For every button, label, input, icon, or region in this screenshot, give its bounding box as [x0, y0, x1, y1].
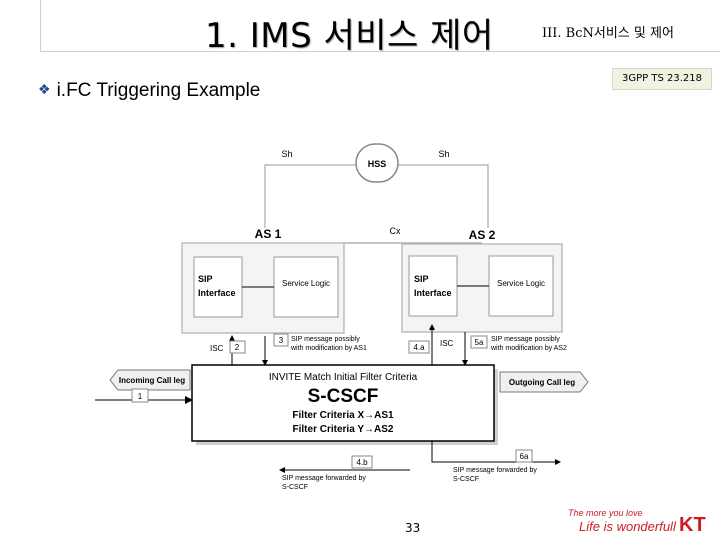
as1-label: AS 1 — [255, 227, 282, 241]
step-1-badge — [131, 388, 149, 403]
as1-interface-label: Interface — [198, 288, 236, 298]
logo-slogan: Life is wonderfull — [579, 519, 676, 534]
as1-service-logic — [273, 256, 339, 318]
scscf-filter-y: Filter Criteria Y→AS2 — [293, 424, 394, 435]
as2-sip-interface — [408, 255, 458, 317]
as1-sip-label: SIP — [198, 274, 213, 284]
spec-reference-badge: 3GPP TS 23.218 — [612, 68, 712, 90]
outgoing-call-leg-arrow — [499, 371, 589, 393]
isc-left-label: ISC — [210, 344, 224, 353]
header-divider-vertical — [40, 0, 41, 52]
as2-service-logic-label: Service Logic — [497, 279, 545, 288]
incoming-call-leg-arrow — [109, 369, 191, 391]
as2-sip-label: SIP — [414, 274, 429, 284]
cx-label: Cx — [390, 226, 401, 236]
step-3-badge — [273, 333, 289, 347]
msg5-line2: with modification by AS2 — [490, 345, 567, 352]
step-4a-badge — [408, 340, 430, 354]
step-4b-label: 4.b — [356, 458, 368, 467]
as2-label: AS 2 — [469, 228, 496, 242]
outgoing-call-leg-label: Outgoing Call leg — [509, 378, 575, 387]
slide-title: 1. IMS 서비스 제어 — [205, 16, 494, 56]
bullet-text: i.FC Triggering Example — [56, 80, 261, 101]
sh-line-left — [264, 164, 356, 228]
as2-interface-label: Interface — [414, 288, 452, 298]
diamond-bullet-icon: ❖ — [38, 81, 51, 97]
step-4b-badge — [351, 455, 373, 469]
fwd-right-line2: S-CSCF — [453, 476, 479, 483]
scscf-name: S-CSCF — [308, 386, 379, 407]
incoming-call-leg-label: Incoming Call leg — [119, 376, 185, 385]
step-6a-label: 6a — [520, 452, 529, 461]
bullet-heading: ❖ i.FC Triggering Example — [38, 80, 260, 102]
scscf-criteria-heading: INVITE Match Initial Filter Criteria — [269, 372, 418, 383]
logo-brand: KT — [679, 514, 706, 536]
step-5a-badge — [470, 335, 488, 349]
msg3-line1: SIP message possibly — [291, 336, 360, 343]
step-1-label: 1 — [138, 392, 143, 401]
step-2-badge — [229, 340, 246, 354]
sh-right-label: Sh — [438, 149, 449, 159]
step-5a-label: 5a — [475, 338, 484, 347]
logo-tagline: The more you love — [568, 508, 643, 518]
section-label: III. BcN서비스 및 제어 — [542, 26, 674, 41]
fwd-left-line2: S-CSCF — [282, 484, 308, 491]
step-4a-label: 4.a — [413, 343, 425, 352]
as2-service-logic — [488, 255, 554, 317]
as1-sip-interface — [193, 256, 243, 318]
fwd-right-line1: SIP message forwarded by — [453, 467, 537, 474]
msg5-line1: SIP message possibly — [491, 336, 560, 343]
isc-right-label: ISC — [440, 339, 454, 348]
msg3-line2: with modification by AS1 — [290, 345, 367, 352]
sh-line-right — [398, 164, 489, 228]
sh-left-label: Sh — [281, 149, 292, 159]
hss-label: HSS — [368, 159, 387, 169]
fwd-left-line1: SIP message forwarded by — [282, 475, 366, 482]
page-number: 33 — [405, 521, 421, 535]
step-2-label: 2 — [235, 343, 240, 352]
scscf-box — [191, 364, 495, 442]
step-6a-badge — [515, 449, 533, 463]
hss-node — [355, 143, 399, 183]
kt-logo: The more you love Life is wonderfull KT — [565, 508, 717, 536]
header-divider-horizontal — [40, 51, 720, 52]
scscf-filter-x: Filter Criteria X→AS1 — [292, 410, 394, 421]
as1-service-logic-label: Service Logic — [282, 279, 330, 288]
step-3-label: 3 — [279, 336, 284, 345]
